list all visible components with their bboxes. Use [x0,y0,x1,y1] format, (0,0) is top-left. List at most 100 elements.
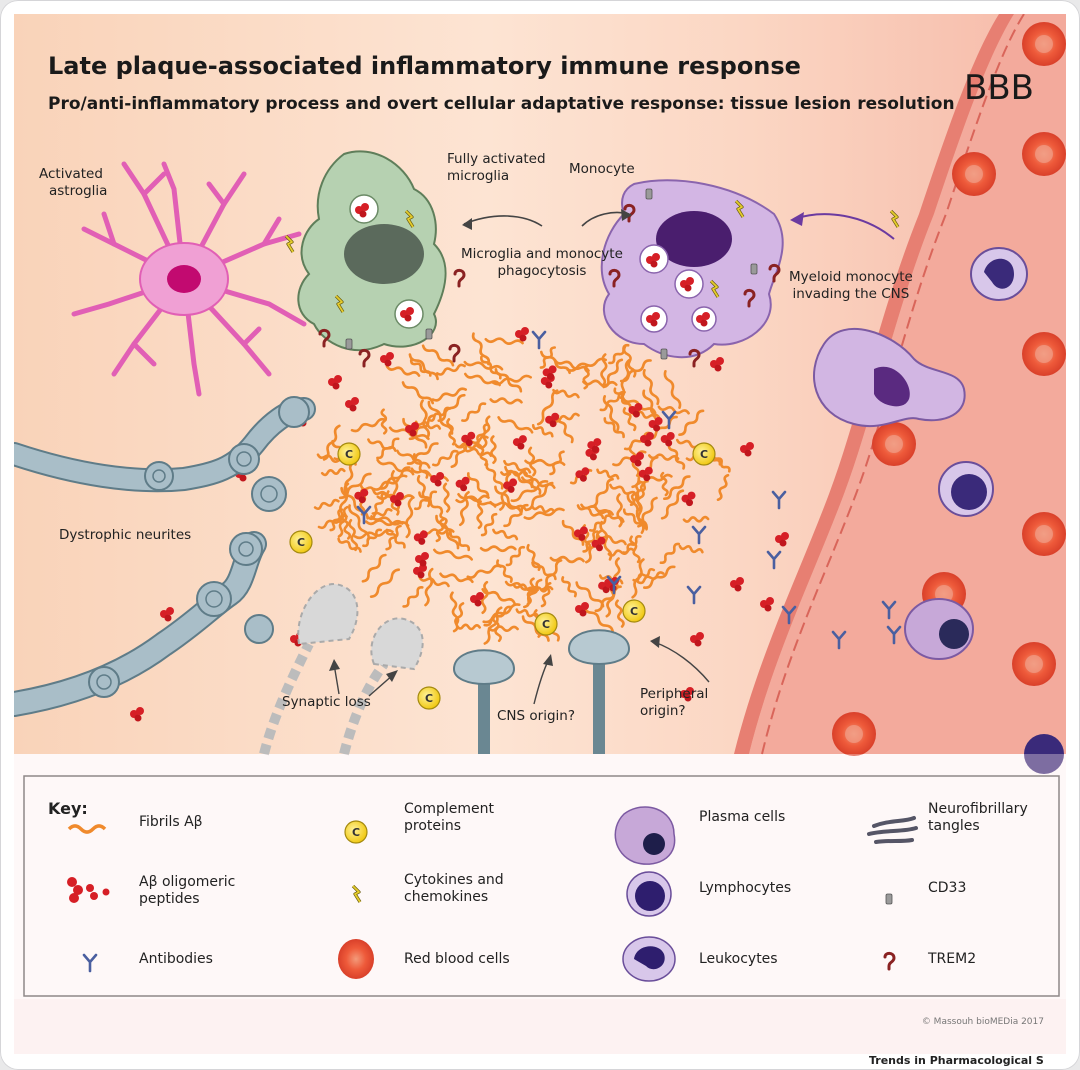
fibril [663,475,691,500]
lymphocyte-icon [626,871,672,917]
fibril [427,400,454,435]
fibril [433,548,473,561]
fibril [499,472,512,511]
fibril [364,519,404,527]
label-monocyte: Monocyte [569,161,635,177]
complement-glyph: C [345,448,353,461]
fibril [612,557,621,592]
fibril [497,416,534,434]
oligomer-icon [67,877,110,903]
fibril [485,462,504,490]
fibril [313,498,340,511]
key-label-rbc: Red blood cells [404,951,510,967]
fibril [489,500,527,511]
cd33-icon [885,893,893,905]
key-label-cd33: CD33 [928,880,967,896]
fibril [629,535,641,564]
fibril [512,583,539,592]
fibril [716,473,730,501]
complement-protein [534,612,558,636]
fibril [682,515,710,523]
complement-glyph: C [297,536,305,549]
label-cns-origin: CNS origin? [497,708,575,724]
fibril [455,494,490,504]
fibril [528,585,554,593]
complement-glyph: C [630,605,638,618]
fibril [419,399,431,440]
fibril [432,449,459,467]
plasma-cell-icon [614,806,676,865]
fibril [482,415,491,449]
fibril [418,576,450,588]
fibril [421,344,455,367]
fibril [367,508,393,521]
fibril [491,614,502,643]
fibril [636,571,665,585]
fibril [449,591,460,626]
lost-synapses [259,582,424,756]
fibril [388,426,430,441]
key-box [23,775,1060,997]
fibril [596,468,620,480]
invasion-arrow [793,213,895,240]
fibril [576,504,605,520]
fibril [659,542,681,565]
fibril [582,530,599,553]
fibril [712,453,731,473]
fibril [505,545,526,567]
fibril [552,388,580,399]
key-label-antibodies: Antibodies [139,951,213,967]
fibril [489,397,523,405]
key-label-plasma: Plasma cells [699,809,786,825]
fibril [424,567,434,607]
fibril [607,547,636,557]
fibril [531,424,554,438]
fibril [385,528,406,549]
label-dystrophic-neurites: Dystrophic neurites [59,527,192,543]
fibril [524,481,554,512]
fibril [463,360,504,371]
fibril [435,518,445,543]
fibril [350,417,387,433]
fibril [614,599,625,628]
journal-name: Trends in Pharmacological S [869,1054,1044,1067]
fibril [609,483,638,497]
fibril [603,417,625,439]
fibril [342,461,355,499]
fibril [427,406,452,422]
fibril [503,503,529,528]
bbb-label: BBB [964,68,1034,108]
complement-glyph: C [542,618,550,631]
copyright-notice: © Massouh bioMEDia 2017 [921,1017,1044,1027]
fibril [530,504,556,514]
fibril [401,381,434,405]
fibril [527,446,537,477]
fibril [457,493,497,508]
complement-glyph: C [425,692,433,705]
fibril [463,446,493,457]
phagocytosis-arrow-left [463,215,543,227]
fibril [475,440,488,466]
fibril [660,471,669,497]
fibril [504,465,534,489]
fibril [471,332,491,366]
fibril [476,500,484,529]
fibril [369,568,401,598]
fibril [526,543,541,571]
complement-protein [337,442,361,466]
fibril [464,372,501,387]
fibril [337,537,362,553]
fibril [523,469,542,495]
fibril [663,370,682,409]
fibril [515,608,540,619]
fibril [418,491,444,514]
fibril [466,564,502,579]
vessel-immune-cells [904,247,1064,774]
